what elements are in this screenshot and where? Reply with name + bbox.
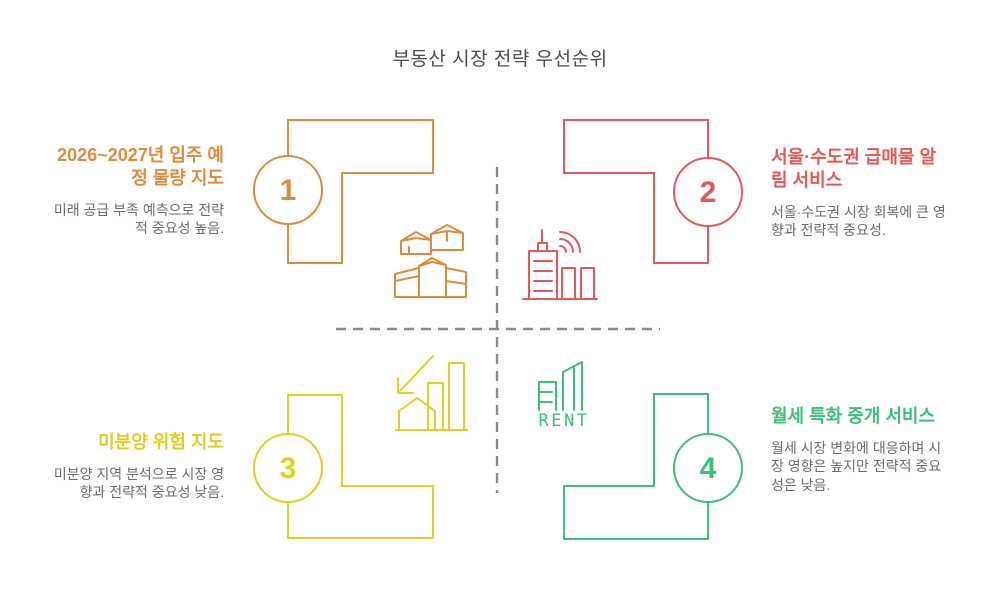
quadrant-2-shape: 2 — [522, 119, 743, 300]
quadrant-1-text: 2026~2027년 입주 예정 물량 지도 미래 공급 부족 예측으로 전략적… — [34, 144, 224, 238]
quadrant-3-number: 3 — [280, 452, 297, 485]
quadrant-4-shape: RENT 4 — [538, 361, 743, 540]
quadrant-2-number-badge — [673, 157, 743, 227]
rent-icon-label: RENT — [539, 411, 590, 431]
housing-complex-map-icon — [394, 224, 467, 298]
quadrant-2-number: 2 — [700, 176, 717, 209]
quadrant-4-number-badge — [673, 433, 743, 503]
quadrant-3-title: 미분양 위험 지도 — [98, 432, 224, 452]
quadrant-3-description: 미분양 지역 분석으로 시장 영향과 전략적 중요성 낮음. — [53, 465, 224, 501]
rent-buildings-icon — [538, 361, 583, 411]
quadrant-3-shape: 3 — [253, 355, 468, 539]
quadrant-4-text: 월세 특화 중개 서비스 월세 시장 변화에 대응하며 시장 영향은 높지만 전… — [771, 405, 961, 494]
quadrant-1-shape: 1 — [253, 119, 467, 298]
quadrant-1-number: 1 — [280, 174, 297, 207]
declining-housing-chart-icon — [395, 355, 468, 431]
quadrant-4-description: 월세 시장 변화에 대응하며 시장 영향은 높지만 전략적 중요성은 낮음. — [771, 439, 942, 493]
city-signal-icon — [522, 229, 598, 300]
quadrant-4-number: 4 — [700, 452, 717, 485]
quadrant-2-description: 서울·수도권 시장 회복에 큰 영향과 전략적 중요성. — [771, 203, 946, 239]
quadrant-3-text: 미분양 위험 지도 미분양 지역 분석으로 시장 영향과 전략적 중요성 낮음. — [34, 431, 224, 502]
quadrant-3-number-badge — [253, 433, 323, 503]
page-title: 부동산 시장 전략 우선순위 — [392, 49, 608, 70]
quadrant-1-title: 2026~2027년 입주 예정 물량 지도 — [57, 145, 224, 188]
quadrant-2-title: 서울·수도권 급매물 알림 서비스 — [771, 147, 937, 190]
crosshair-divider — [336, 167, 660, 493]
quadrant-1-number-badge — [253, 155, 323, 225]
quadrant-1-description: 미래 공급 부족 예측으로 전략적 중요성 높음. — [53, 201, 224, 237]
quadrant-2-text: 서울·수도권 급매물 알림 서비스 서울·수도권 시장 회복에 큰 영향과 전략… — [771, 146, 961, 240]
quadrant-4-title: 월세 특화 중개 서비스 — [771, 406, 936, 426]
